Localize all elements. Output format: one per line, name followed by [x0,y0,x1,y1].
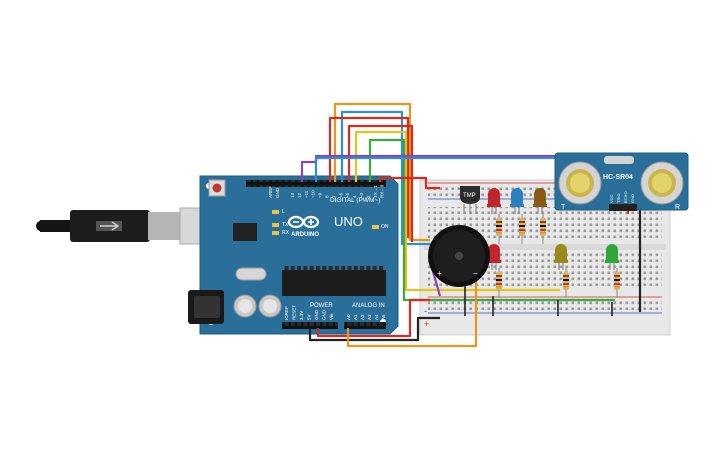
power-pin-label: GND [322,309,327,320]
sensor-t-mark: T [561,204,566,211]
resistor[interactable] [519,214,525,244]
wire-blue-top [340,110,437,246]
usb-cable [36,207,213,245]
digital-pin-label: ~6 [338,192,343,198]
digital-header-label: DIGITAL (PWM~) [330,197,380,204]
resistor[interactable] [540,214,546,244]
l-led-label: L [282,209,285,215]
digital-pin-label: ~11 [304,190,309,198]
wire-red-3 [378,176,440,190]
digital-pin-label: 2 [366,195,371,198]
resistor[interactable] [614,268,620,298]
arduino-model: UNO [334,214,363,229]
resistor[interactable] [563,268,569,298]
resistors [496,214,620,298]
wire-blue-2 [314,156,558,182]
temp-sensor-label: TMP [463,193,476,199]
power-pin-label: RESET [292,305,297,320]
wire-red-2 [347,124,414,242]
wire-red-bottom [316,298,430,338]
analog-pin-label: A2 [360,314,365,320]
arduino-brand: ARDUINO [291,232,319,238]
on-led-label: ON [381,224,389,230]
arduino-board[interactable] [188,175,399,335]
digital-pin-label: ~3 [359,192,364,198]
tx-label: TX [282,222,289,228]
red-led-bottom[interactable] [487,244,501,270]
digital-pin-label: ~9 [318,192,323,198]
rail-plus-label: + [424,319,429,329]
digital-pin-label: 8 [325,195,330,198]
buzzer[interactable]: + − [428,225,490,287]
arduino-logo [287,215,320,229]
brown-led[interactable] [533,188,547,214]
sensor-pin-label: GND [630,194,635,203]
gnd-label: GND [275,187,280,198]
digital-pin-label: 7 [331,195,336,198]
usb-icon [100,221,120,231]
power-pin-label: GND [314,309,319,320]
power-pin-label: 3.3V [299,311,304,320]
wire-orange-top [333,102,430,242]
resistor[interactable] [496,214,502,244]
green-led[interactable] [605,244,619,270]
component-leads [464,286,613,316]
digital-pin-label: TX→1 [373,185,378,198]
temperature-sensor[interactable]: TMP [460,186,480,214]
analog-header-label: ANALOG IN [352,303,385,309]
wire-yellow [354,130,560,292]
wire-black-bottom [308,316,440,342]
sensor-r-mark: R [675,204,680,211]
digital-pin-label: RX←0 [380,184,385,198]
digital-pin-label: 4 [352,195,357,198]
power-pin-label: Vin [329,313,334,320]
power-pin-label: IOREF [284,306,289,320]
digital-pin-label: ~5 [345,192,350,198]
analog-pin-label: A0 [346,314,351,320]
analog-pin-label: A4 [374,314,379,320]
aref-label: AREF [268,186,273,198]
digital-pin-label: 12 [297,192,302,198]
analog-pin-label: A3 [367,314,372,320]
buzzer-plus-label: + [437,269,442,278]
buzzer-minus-label: − [473,269,478,278]
red-led-top[interactable] [487,188,501,214]
wire-green [368,138,615,302]
sensor-model: HC-SR04 [603,174,633,181]
resistor[interactable] [496,268,502,298]
rx-label: RX [282,230,290,236]
ultrasonic-sensor[interactable]: HC-SR04 T R [554,152,689,211]
sensor-pin-label: TRIG [616,193,621,203]
blue-led[interactable] [510,188,524,214]
sensor-pin-label: VCC [609,194,614,203]
digital-pin-label: ~10 [311,190,316,198]
power-pin-label: 5V [307,314,312,320]
power-header-label: POWER [310,303,333,309]
rail-minus-label: - [424,306,427,316]
yellow-led[interactable] [554,244,568,270]
analog-pin-label: A5 [381,314,386,320]
sensor-pin-label: ECHO [623,191,628,203]
digital-pin-label: 13 [290,192,295,198]
leds [487,188,619,270]
analog-pin-label: A1 [353,314,358,320]
